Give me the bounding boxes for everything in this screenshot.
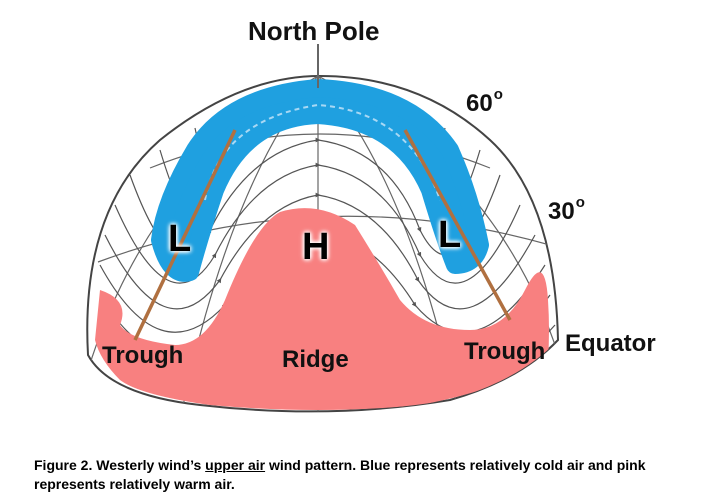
westerly-wind-diagram — [86, 44, 560, 413]
trough-axis-right — [403, 129, 512, 321]
trough-label-left: Trough — [102, 342, 184, 369]
figure-caption: Figure 2. Westerly wind’s upper air wind… — [34, 456, 684, 494]
north-pole-label: North Pole — [248, 16, 380, 46]
cold-air-band — [151, 79, 489, 282]
caption-part-2: wind pattern. Blue represents relatively… — [34, 457, 646, 492]
caption-part-1: Figure 2. Westerly wind’s — [34, 457, 206, 473]
latitude-60-value: 60 — [466, 90, 493, 117]
high-pressure: H — [302, 226, 330, 268]
degree-symbol-60: o — [493, 86, 503, 103]
degree-symbol-30: o — [575, 194, 585, 211]
latitude-60-label: 60o — [466, 86, 503, 118]
caption-underlined: upper air — [205, 457, 266, 473]
ridge-label: Ridge — [282, 346, 349, 373]
latitude-30-value: 30 — [548, 198, 575, 225]
equator-label: Equator — [565, 330, 656, 357]
trough-axis-left — [133, 129, 237, 341]
trough-label-right: Trough — [464, 338, 546, 365]
latitude-30-label: 30o — [548, 194, 585, 226]
warm-air-ridge — [95, 208, 549, 410]
low-pressure-left: L — [168, 218, 192, 260]
low-pressure-right: L — [438, 214, 462, 256]
